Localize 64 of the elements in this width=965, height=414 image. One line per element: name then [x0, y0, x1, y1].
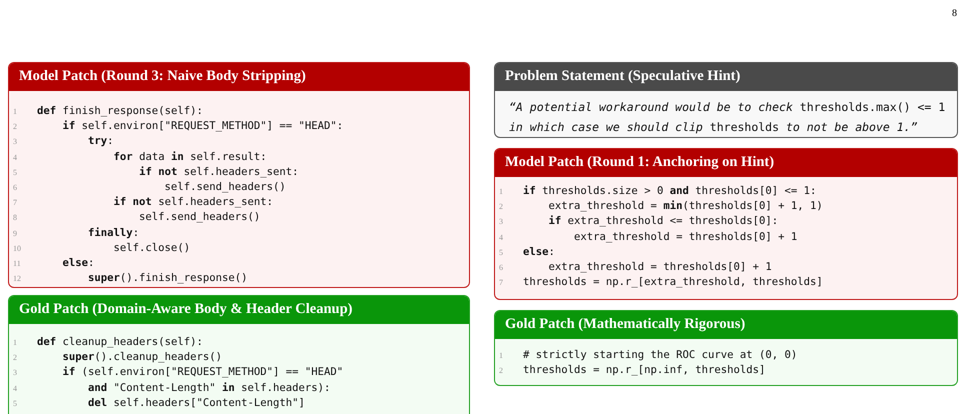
- line-number: 2: [13, 122, 18, 132]
- quote-text: “A potential workaround would be to check thresholds.max() <= 1 in which case we should clip thresholds to not be above 1.”: [508, 99, 946, 136]
- line-number: 10: [13, 244, 22, 253]
- code-line: self.send_headers(): [164, 180, 286, 193]
- code-line: if thresholds.size > 0 and thresholds[0] <= 1:: [523, 185, 816, 197]
- line-number: 2: [499, 366, 504, 376]
- code-line: self.close(): [112, 242, 190, 254]
- code-line: else:: [523, 246, 555, 258]
- code-line: if not self.headers_sent:: [138, 166, 299, 178]
- code-line: thresholds = np.r_[np.inf, thresholds]: [523, 364, 766, 376]
- line-number: 2: [499, 202, 504, 212]
- line-number: 3: [13, 368, 18, 378]
- line-number: 7: [13, 198, 18, 208]
- line-number: 6: [13, 182, 18, 192]
- line-number: 9: [13, 228, 18, 238]
- code-line: del self.headers["Content-Length"]: [87, 396, 305, 409]
- line-number: 3: [13, 137, 18, 146]
- line-number: 5: [499, 248, 504, 257]
- code-line: if not self.headers_sent:: [112, 196, 274, 208]
- code-line: if extra_threshold <= thresholds[0]:: [548, 215, 778, 228]
- line-number: 4: [13, 152, 18, 162]
- line-number: 12: [13, 274, 22, 284]
- line-number: 1: [499, 351, 504, 360]
- line-number: 4: [13, 384, 18, 393]
- page-number: 8: [952, 8, 957, 19]
- code-line: def finish_response(self):: [37, 105, 203, 117]
- line-number: 6: [499, 262, 504, 272]
- code-panel: [8, 295, 470, 414]
- code-line: else:: [62, 256, 94, 269]
- code-panel: [494, 310, 958, 386]
- code-line: self.send_headers(): [138, 211, 260, 224]
- code-line: super().finish_response(): [87, 272, 248, 284]
- panel-header: Problem Statement (Speculative Hint): [495, 63, 957, 91]
- line-number: 8: [13, 213, 18, 222]
- line-number: 7: [499, 278, 504, 288]
- code-line: extra_threshold = thresholds[0] + 1: [548, 260, 772, 273]
- code-line: # strictly starting the ROC curve at (0, 0): [523, 349, 798, 361]
- code-line: extra_threshold = thresholds[0] + 1: [573, 230, 798, 243]
- code-line: finally:: [87, 226, 140, 238]
- line-number: 5: [13, 398, 18, 408]
- line-number: 1: [13, 107, 18, 116]
- code-line: and "Content-Length" in self.headers):: [87, 382, 330, 394]
- line-number: 3: [499, 217, 504, 226]
- code-line: for data in self.result:: [112, 150, 267, 163]
- code-line: if (self.environ["REQUEST_METHOD"] == "HEAD": [62, 366, 344, 378]
- code-panel: [494, 62, 958, 138]
- panel-header: Gold Patch (Domain-Aware Body & Header Cleanup): [9, 296, 469, 324]
- code-line: def cleanup_headers(self):: [37, 336, 203, 348]
- code-line: extra_threshold = min(thresholds[0] + 1, 1): [548, 200, 823, 212]
- code-line: if self.environ["REQUEST_METHOD"] == "HEAD":: [62, 120, 344, 132]
- line-number: 2: [13, 353, 18, 362]
- code-line: thresholds = np.r_[extra_threshold, thresholds]: [523, 276, 823, 288]
- line-number: 5: [13, 168, 18, 177]
- line-number: 1: [13, 338, 18, 347]
- code-panel: [494, 148, 958, 300]
- code-line: super().cleanup_headers(): [62, 351, 222, 364]
- line-number: 4: [499, 232, 504, 242]
- panel-header: Model Patch (Round 3: Naive Body Stripping): [9, 63, 469, 91]
- panel-header: Model Patch (Round 1: Anchoring on Hint): [495, 149, 957, 177]
- code-panel: [8, 62, 470, 288]
- code-line: try:: [87, 135, 114, 148]
- line-number: 11: [13, 258, 22, 268]
- panel-header: Gold Patch (Mathematically Rigorous): [495, 311, 957, 339]
- line-number: 1: [499, 187, 504, 196]
